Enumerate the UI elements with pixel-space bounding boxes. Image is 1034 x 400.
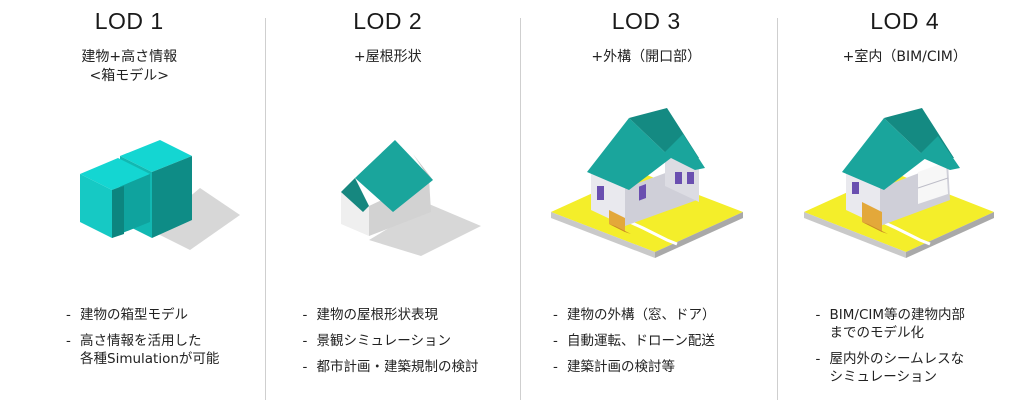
divider [776, 18, 778, 400]
lod1-bullet-2: 高さ情報を活用した 各種Simulationが可能 [66, 332, 219, 368]
lod3-exterior-model-illustration [551, 108, 743, 258]
lod1-shadow [150, 188, 240, 250]
lod4-bullet-1: BIM/CIM等の建物内部 までのモデル化 [816, 306, 966, 342]
lod3-window [687, 172, 694, 184]
lod2-bullet-2: 景観シミュレーション [303, 332, 479, 350]
lod4-ground-edge-right [905, 212, 994, 258]
lod2-roof-front-slope [340, 178, 369, 212]
lod1-column: LOD 1 建物+高さ情報 <箱モデル> 建物の箱型モデル 高さ情報を活用した … [0, 0, 259, 400]
lod3-bullet-1: 建物の外構（窓、ドア） [553, 306, 716, 324]
lod1-right-top [120, 140, 192, 172]
lod3-subtitle: +外構（開口部） [591, 49, 702, 65]
lod1-bullets: 建物の箱型モデル 高さ情報を活用した 各種Simulationが可能 [66, 306, 219, 376]
lod1-main-left-face [80, 174, 112, 238]
lod4-interior-model-illustration [803, 108, 994, 258]
lod4-main-roof [841, 118, 926, 190]
lod3-column: LOD 3 +外構（開口部） 建物の外構（窓、ドア） [517, 0, 776, 400]
lod4-title: LOD 4 [870, 8, 940, 34]
lod3-bullet-2: 自動運転、ドローン配送 [553, 332, 716, 350]
lod3-wing-roof [663, 134, 705, 170]
lod2-back-gable [412, 154, 433, 180]
lod4-interior-floor [917, 177, 948, 189]
lod2-title: LOD 2 [353, 8, 423, 34]
lod1-main-top [80, 158, 150, 190]
lod3-title: LOD 3 [611, 8, 681, 34]
lod4-bullet-2: 屋内外のシームレスな シミュレーション [816, 350, 966, 386]
lod3-main-roof [587, 118, 671, 190]
lod2-bullet-3: 都市計画・建築規制の検討 [303, 358, 479, 376]
lod3-window [639, 184, 646, 201]
lod4-ground-edge-left [803, 212, 906, 258]
divider [520, 18, 521, 400]
lod4-wing-roof [917, 136, 960, 170]
lod3-bullet-3: 建築計画の検討等 [553, 358, 716, 376]
lod2-subtitle: +屋根形状 [353, 49, 422, 65]
lod2-roof-model-illustration [340, 140, 481, 256]
lod4-bullets: BIM/CIM等の建物内部 までのモデル化 屋内外のシームレスな シミュレーショ… [816, 306, 966, 394]
lod4-column: LOD 4 +室内（BIM/CIM） BIM/CIM等の建物内部 まで [776, 0, 1034, 400]
lod3-porch [609, 210, 625, 232]
lod2-roof [354, 140, 433, 212]
lod4-subtitle: +室内（BIM/CIM） [842, 49, 967, 65]
lod3-ground-edge-left [551, 212, 655, 258]
lod1-title: LOD 1 [94, 8, 164, 34]
lod3-window [597, 186, 604, 200]
lod1-bullet-1: 建物の箱型モデル [66, 306, 219, 324]
divider [264, 18, 266, 400]
lod4-window [851, 182, 859, 194]
lod1-notch [112, 186, 124, 238]
lod1-box-model-illustration [80, 140, 240, 250]
lod3-porch-steps [609, 224, 631, 234]
lod3-window [675, 172, 682, 184]
lod2-bullets: 建物の屋根形状表現 景観シミュレーション 都市計画・建築規制の検討 [303, 306, 479, 384]
lod2-bullet-1: 建物の屋根形状表現 [303, 306, 479, 324]
lod3-front-wall [591, 172, 625, 226]
lod2-shadow [368, 204, 481, 256]
lod4-porch-steps [861, 222, 888, 234]
lod1-right-right-face [152, 156, 192, 238]
lod1-subtitle: 建物+高さ情報 <箱モデル> [81, 49, 178, 84]
lod2-column: LOD 2 +屋根形状 建物の屋根形状表現 景観シミュレーション 都市計画・建築… [259, 0, 518, 400]
lod3-ground-edge-right [655, 212, 743, 258]
lod3-bullets: 建物の外構（窓、ドア） 自動運転、ドローン配送 建築計画の検討等 [553, 306, 716, 384]
